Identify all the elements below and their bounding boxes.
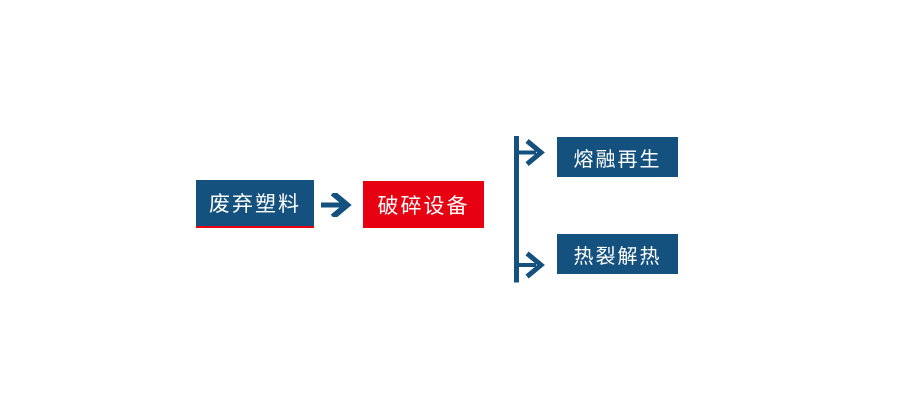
node-pyrolysis-heat: 热裂解热 [557, 234, 678, 274]
node-crushing-equipment: 破碎设备 [363, 181, 484, 228]
node-waste-plastic: 废弃塑料 [196, 180, 314, 228]
branch-connector-icon [514, 136, 545, 283]
node-melt-regeneration: 熔融再生 [557, 137, 678, 177]
arrow-right-icon [321, 193, 352, 217]
